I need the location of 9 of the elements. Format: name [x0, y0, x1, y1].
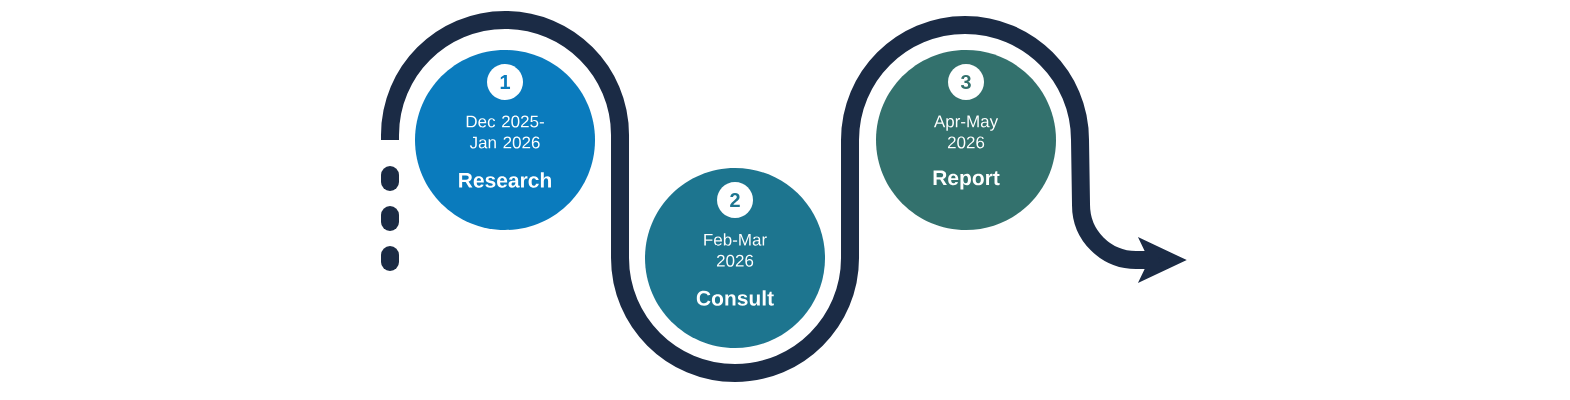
number-badge: 3 [948, 64, 984, 100]
number-badge: 2 [717, 182, 753, 218]
stage-title: Research [459, 172, 551, 188]
stage-title: Report [933, 170, 1000, 190]
date-text: Dec 2025- Jan 2026 [466, 115, 544, 149]
stage-title: Consult [696, 290, 774, 306]
number-badge: 1 [487, 64, 523, 100]
date-text: Apr-May 2026 [933, 115, 999, 149]
date-text: Feb-Mar 2026 [704, 233, 767, 267]
